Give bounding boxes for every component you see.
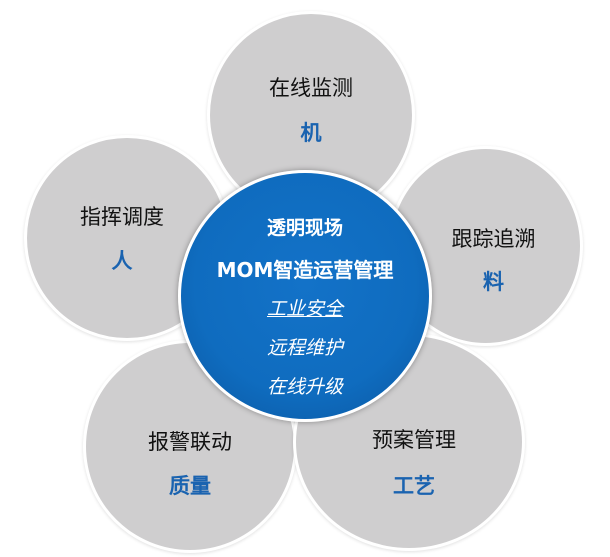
petal-right-label: 跟踪追溯	[451, 227, 536, 251]
center-hub: 透明现场 MOM智造运营管理 工业安全 远程维护 在线升级	[178, 170, 432, 422]
petal-bottom-right-label: 预案管理	[372, 428, 456, 452]
petal-top-key: 机	[300, 121, 322, 145]
center-title: 透明现场	[266, 217, 343, 239]
petal-bottom-right-key: 工艺	[393, 474, 435, 498]
petal-left-key: 人	[111, 249, 133, 273]
center-subtitle: MOM智造运营管理	[216, 258, 394, 282]
petal-bottom-left-label: 报警联动	[148, 430, 232, 454]
petal-bottom-left-key: 质量	[169, 474, 211, 498]
petal-top-label: 在线监测	[269, 76, 353, 100]
center-item-industrial-safety: 工业安全	[266, 298, 343, 320]
petal-left-label: 指挥调度	[80, 205, 164, 229]
center-item-online-upgrade: 在线升级	[266, 376, 343, 398]
center-item-remote-maintenance: 远程维护	[266, 337, 343, 359]
petal-right-key: 料	[483, 270, 504, 294]
